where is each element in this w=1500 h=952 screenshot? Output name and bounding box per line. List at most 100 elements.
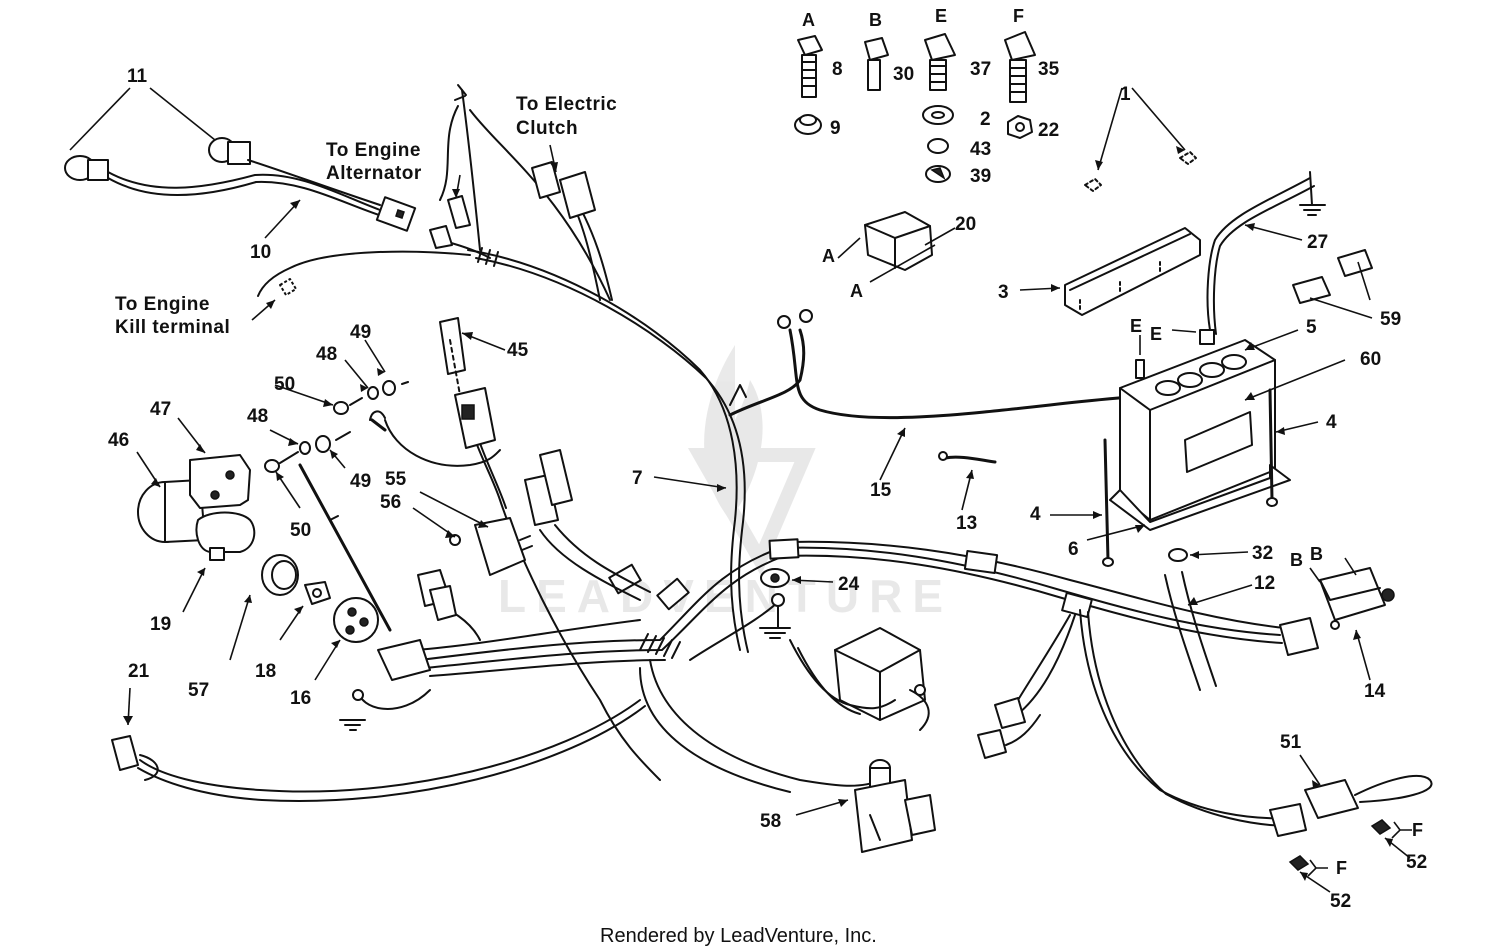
callout-20: 20 <box>955 214 976 235</box>
callout-43: 43 <box>970 139 991 160</box>
alternator-connectors <box>429 84 471 249</box>
note-electric-clutch-line1: To Electric <box>516 94 617 115</box>
clutch-connector <box>531 161 596 219</box>
callout-2: 2 <box>980 109 991 130</box>
ground-24 <box>759 568 791 639</box>
callout-56: 56 <box>380 492 401 513</box>
callout-49a: 49 <box>350 322 371 343</box>
letter-header-e: E <box>935 6 947 26</box>
cable-13 <box>938 451 997 464</box>
callout-27: 27 <box>1307 232 1328 253</box>
note-alternator-line2: Alternator <box>326 163 422 184</box>
small-hardware-left <box>264 380 409 473</box>
callout-21: 21 <box>128 661 150 682</box>
switch-14 <box>1279 567 1395 656</box>
callout-7: 7 <box>632 468 643 489</box>
callout-4a: 4 <box>1326 412 1337 433</box>
letter-header-b: B <box>869 10 882 30</box>
callout-12: 12 <box>1254 573 1275 594</box>
light-assembly <box>64 137 417 232</box>
callout-14: 14 <box>1364 681 1386 702</box>
bolts-1 <box>1084 151 1197 192</box>
notes: To Electric Clutch To Engine Alternator … <box>115 94 617 338</box>
callout-45: 45 <box>507 340 529 361</box>
ignition-switch-group <box>137 454 457 731</box>
letter-f-clip-b: F <box>1336 858 1347 878</box>
callout-58: 58 <box>760 811 781 832</box>
connector-51 <box>1269 774 1433 837</box>
letter-b-bracket: B <box>1310 544 1323 564</box>
callout-46: 46 <box>108 430 129 451</box>
battery-assembly <box>1102 329 1291 567</box>
connector-middle <box>524 449 573 526</box>
footer-credit: Rendered by LeadVenture, Inc. <box>600 925 877 947</box>
hardware-bolts <box>794 31 1036 183</box>
callout-5: 5 <box>1306 317 1317 338</box>
leaders <box>69 87 1412 893</box>
callout-3: 3 <box>998 282 1009 303</box>
watermark-text: LEADVENTURE <box>498 570 953 622</box>
callout-16: 16 <box>290 688 311 709</box>
callout-1: 1 <box>1120 84 1131 105</box>
callout-48a: 48 <box>316 344 337 365</box>
callout-50a: 50 <box>274 374 295 395</box>
note-kill-terminal-line1: To Engine <box>115 294 210 315</box>
callout-22: 22 <box>1038 120 1059 141</box>
callout-13: 13 <box>956 513 977 534</box>
letter-f-clip-a: F <box>1412 820 1423 840</box>
switch-58 <box>854 759 936 853</box>
callout-numbers: 11 10 47 46 48 49 50 48 49 50 45 55 56 1… <box>108 59 1427 912</box>
callout-6: 6 <box>1068 539 1079 560</box>
callout-10: 10 <box>250 242 271 263</box>
callout-39: 39 <box>970 166 991 187</box>
callout-59: 59 <box>1380 309 1401 330</box>
bracket-3 <box>1064 227 1201 316</box>
reference-letters: A B E F A A E E B B F F <box>802 6 1423 878</box>
callout-47: 47 <box>150 399 171 420</box>
letter-20-a: A <box>850 281 863 301</box>
callout-4b: 4 <box>1030 504 1041 525</box>
connector-45 <box>369 317 496 449</box>
note-kill-terminal-line2: Kill terminal <box>115 317 230 338</box>
connectors-bottom-mid <box>977 697 1041 759</box>
tube-12 <box>1164 571 1217 691</box>
module-55 <box>449 517 533 576</box>
callout-52a: 52 <box>1406 852 1427 873</box>
letter-e-cable: E <box>1150 324 1162 344</box>
callout-8: 8 <box>832 59 843 80</box>
callout-52b: 52 <box>1330 891 1351 912</box>
block-20 <box>864 211 933 271</box>
cable-27 <box>1206 171 1326 335</box>
kill-connector <box>279 278 297 296</box>
callout-48b: 48 <box>247 406 268 427</box>
callout-55: 55 <box>385 469 407 490</box>
callout-9: 9 <box>830 118 841 139</box>
callout-18: 18 <box>255 661 276 682</box>
letter-b-switch: B <box>1290 550 1303 570</box>
terminal-boots-59 <box>1292 249 1373 304</box>
clips-52 <box>1288 819 1392 871</box>
callout-51: 51 <box>1280 732 1302 753</box>
letter-header-a: A <box>802 10 815 30</box>
watermark: LEADVENTURE <box>498 345 953 622</box>
note-electric-clutch-line2: Clutch <box>516 118 578 139</box>
solenoid-module <box>789 627 930 731</box>
connector-21 <box>111 735 159 781</box>
callout-24: 24 <box>838 574 860 595</box>
callout-11: 11 <box>127 66 148 87</box>
callout-35: 35 <box>1038 59 1060 80</box>
callout-57: 57 <box>188 680 209 701</box>
callout-15: 15 <box>870 480 892 501</box>
letter-e-terminal: E <box>1130 316 1142 336</box>
callout-37: 37 <box>970 59 991 80</box>
battery-cable <box>728 309 1142 420</box>
callout-60: 60 <box>1360 349 1381 370</box>
letter-header-f: F <box>1013 6 1024 26</box>
note-alternator-line1: To Engine <box>326 140 421 161</box>
callout-32: 32 <box>1252 543 1273 564</box>
callout-30: 30 <box>893 64 914 85</box>
letter-20-a-small: A <box>822 246 835 266</box>
callout-50b: 50 <box>290 520 311 541</box>
callout-49b: 49 <box>350 471 371 492</box>
